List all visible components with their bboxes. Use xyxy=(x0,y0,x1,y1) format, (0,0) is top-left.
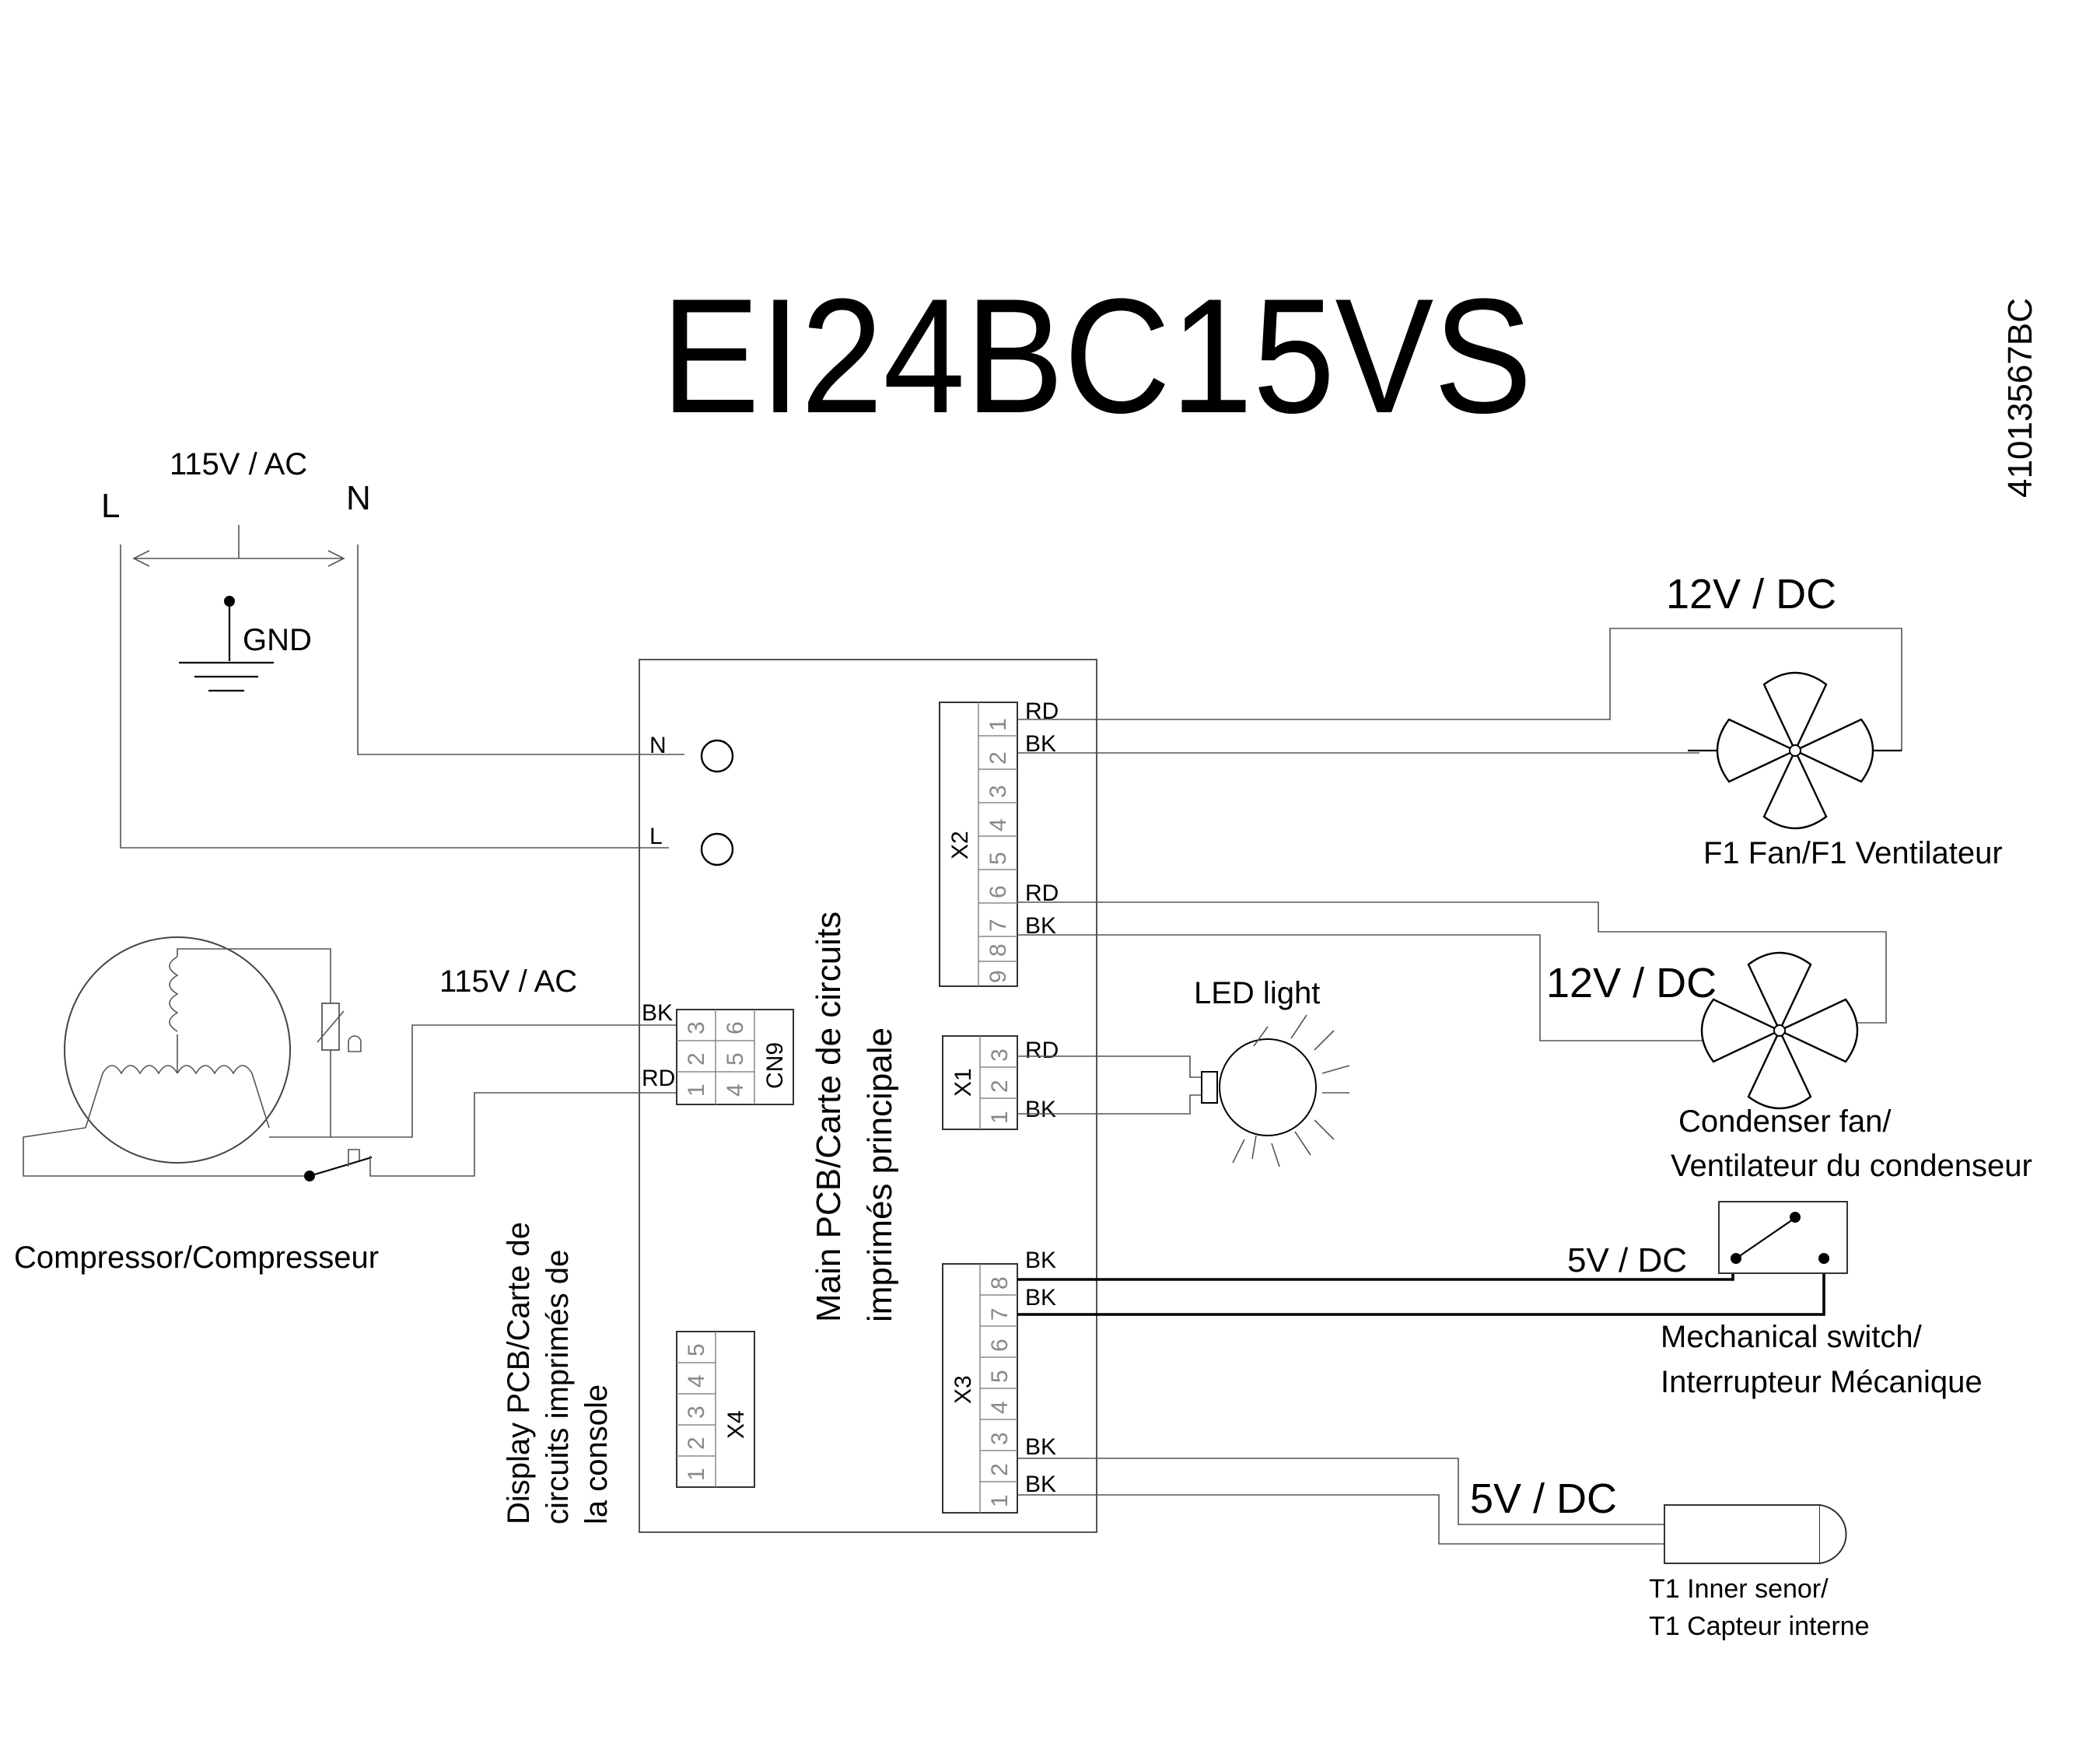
x4-pin-1: 1 xyxy=(684,1468,709,1481)
connector-cn9: 3 2 1 6 5 4 CN9 BK RD xyxy=(642,1000,794,1105)
x2-pin-3: 3 xyxy=(985,785,1011,798)
x2-wire-1: RD xyxy=(1025,698,1059,724)
lightbulb-icon xyxy=(1201,1014,1350,1167)
condenser-fan-icon xyxy=(1700,951,1859,1110)
x2-pin-6: 6 xyxy=(985,885,1011,898)
x3-pin-6: 6 xyxy=(987,1339,1013,1352)
x1-wire-3: RD xyxy=(1025,1038,1059,1063)
neutral-terminal-label: N xyxy=(346,479,371,517)
main-pcb-label: Main PCB/Carte de circuits imprimés prin… xyxy=(810,912,899,1322)
display-pcb-label-line3: la console xyxy=(579,1384,614,1524)
supply-voltage-label: 115V / AC xyxy=(170,447,307,481)
x4-pin-4: 4 xyxy=(684,1374,709,1388)
power-supply: 115V / AC L N GND xyxy=(101,447,684,849)
pcb-l-label: L xyxy=(649,824,663,849)
cn9-wire-bk: BK xyxy=(642,1000,673,1026)
x2-pin-1: 1 xyxy=(985,718,1011,731)
diagram-title: EI24BC15VS xyxy=(661,264,1532,447)
x3-wire-3: BK xyxy=(1025,1434,1056,1460)
condenser-fan: 12V / DC Condenser fan/ Ventilateur du c… xyxy=(1017,901,2032,1183)
x2-pin-4: 4 xyxy=(985,818,1011,831)
cn9-pin-4: 4 xyxy=(723,1083,748,1097)
ground-symbol xyxy=(179,596,274,692)
condenser-fan-voltage: 12V / DC xyxy=(1546,960,1717,1006)
connector-x1: 3 2 1 X1 RD BK xyxy=(942,1035,1059,1130)
temperature-sensor-icon xyxy=(1664,1504,1847,1564)
x1-pin-1: 1 xyxy=(987,1111,1013,1124)
cn9-name: CN9 xyxy=(762,1042,788,1089)
x3-wire-7: BK xyxy=(1025,1285,1056,1311)
mech-switch-label-line2: Interrupteur Mécanique xyxy=(1661,1365,1983,1399)
x1-pin-2: 2 xyxy=(987,1080,1013,1093)
x1-wire-1: BK xyxy=(1025,1097,1056,1122)
x3-pin-5: 5 xyxy=(987,1370,1013,1383)
x3-pin-4: 4 xyxy=(987,1401,1013,1414)
x4-name: X4 xyxy=(723,1410,749,1439)
compressor-supply-label: 115V / AC xyxy=(439,964,577,999)
x3-pin-3: 3 xyxy=(987,1432,1013,1445)
f1-fan-voltage: 12V / DC xyxy=(1666,571,1836,618)
x2-pin-5: 5 xyxy=(985,852,1011,865)
cn9-pin-1: 1 xyxy=(684,1083,709,1097)
connector-x4: 5 4 3 2 1 X4 xyxy=(676,1331,755,1488)
f1-fan-icon xyxy=(1716,671,1874,830)
compressor: Compressor/Compresseur 115V / AC xyxy=(14,936,677,1275)
x4-pin-5: 5 xyxy=(684,1343,709,1356)
t1-sensor-voltage: 5V / DC xyxy=(1470,1475,1617,1522)
condenser-fan-label-line1: Condenser fan/ xyxy=(1678,1104,1892,1139)
x4-pin-2: 2 xyxy=(684,1437,709,1450)
display-pcb-label-line2: circuits imprimés de xyxy=(541,1250,575,1524)
compressor-label: Compressor/Compresseur xyxy=(14,1241,379,1275)
x2-pin-8: 8 xyxy=(985,943,1011,957)
document-code: 41013567BC xyxy=(2001,298,2039,498)
t1-sensor-label-line2: T1 Capteur interne xyxy=(1649,1612,1870,1641)
ground-label: GND xyxy=(243,623,312,657)
t1-sensor: 5V / DC T1 Inner senor/ T1 Capteur inter… xyxy=(1017,1458,1870,1641)
x3-pin-2: 2 xyxy=(987,1463,1013,1476)
mech-switch-voltage: 5V / DC xyxy=(1567,1241,1687,1279)
led-light: LED light xyxy=(1017,976,1350,1167)
mechanical-switch: 5V / DC Mechanical switch/ Interrupteur … xyxy=(1017,1201,1983,1399)
f1-fan-label: F1 Fan/F1 Ventilateur xyxy=(1703,836,2003,870)
display-pcb-label: Display PCB/Carte de circuits imprimés d… xyxy=(502,1222,614,1524)
pcb-n-label: N xyxy=(649,733,667,758)
x2-pin-9: 9 xyxy=(985,970,1011,983)
condenser-fan-label-line2: Ventilateur du condenseur xyxy=(1671,1149,2032,1183)
x3-pin-7: 7 xyxy=(987,1307,1013,1321)
x2-pin-7: 7 xyxy=(985,919,1011,932)
x1-name: X1 xyxy=(950,1068,976,1097)
x3-name: X3 xyxy=(950,1375,976,1404)
x2-name: X2 xyxy=(947,831,973,859)
cn9-pin-2: 2 xyxy=(684,1052,709,1066)
main-pcb-label-line2: imprimés principale xyxy=(861,1027,899,1322)
cn9-pin-3: 3 xyxy=(684,1021,709,1034)
x3-wire-8: BK xyxy=(1025,1248,1056,1273)
main-pcb-board xyxy=(639,659,1097,1533)
compressor-motor xyxy=(64,936,291,1164)
pcb-n-terminal xyxy=(700,739,734,773)
x1-pin-3: 3 xyxy=(987,1048,1013,1062)
x3-wire-1: BK xyxy=(1025,1472,1056,1497)
x3-pin-8: 8 xyxy=(987,1276,1013,1290)
connector-x3: 8 7 6 5 4 3 2 1 X3 BK BK BK BK xyxy=(942,1248,1056,1514)
mech-switch-label-line1: Mechanical switch/ xyxy=(1661,1320,1923,1354)
main-pcb-label-line1: Main PCB/Carte de circuits xyxy=(810,912,848,1322)
cn9-pin-5: 5 xyxy=(723,1052,748,1066)
led-light-label: LED light xyxy=(1194,976,1320,1010)
display-pcb-label-line1: Display PCB/Carte de xyxy=(502,1222,536,1524)
f1-fan: 12V / DC F1 Fan/F1 Ventilateur xyxy=(1017,571,2003,870)
x2-pin-2: 2 xyxy=(985,751,1011,765)
x4-pin-3: 3 xyxy=(684,1405,709,1419)
connector-x2: 1 2 3 4 5 6 7 8 9 X2 RD BK RD BK xyxy=(939,698,1059,987)
line-terminal-label: L xyxy=(101,487,120,525)
cn9-pin-6: 6 xyxy=(723,1021,748,1034)
pcb-l-terminal xyxy=(700,832,734,866)
t1-sensor-label-line1: T1 Inner senor/ xyxy=(1649,1574,1829,1604)
x3-pin-1: 1 xyxy=(987,1494,1013,1507)
cn9-wire-rd: RD xyxy=(642,1066,675,1091)
